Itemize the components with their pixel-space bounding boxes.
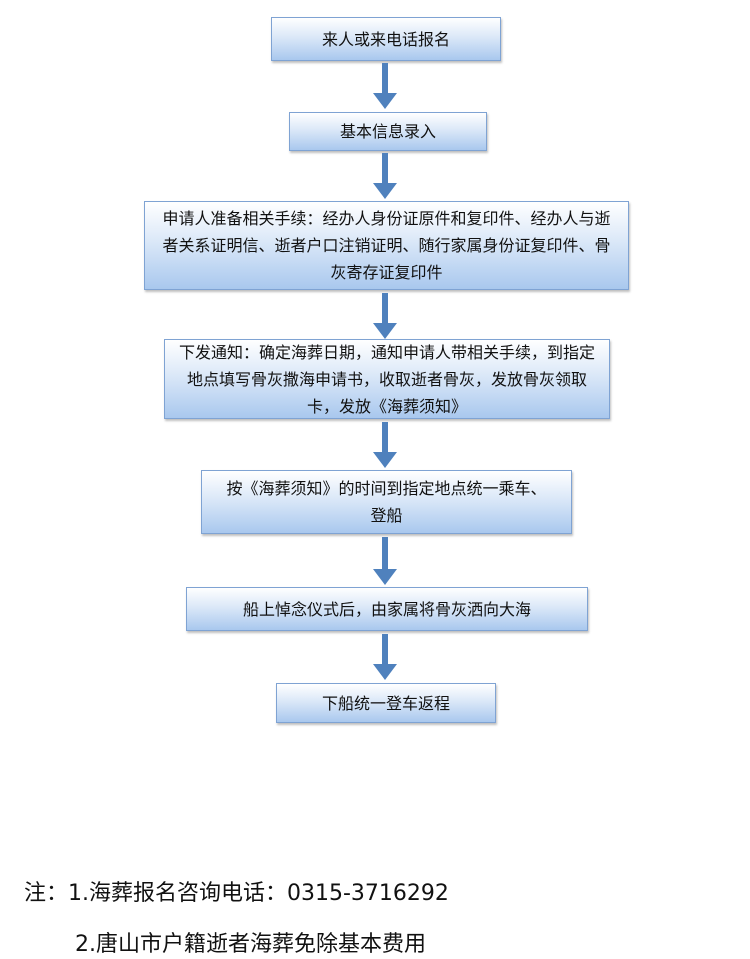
step-text: 下船统一登车返程 — [321, 693, 450, 713]
step-text: 船上悼念仪式后，由家属将骨灰洒向大海 — [242, 599, 531, 619]
arrow-down-icon — [373, 153, 397, 199]
arrow-down-icon — [373, 63, 397, 109]
arrow-down-icon — [373, 293, 397, 339]
step-text: 申请人准备相关手续：经办人身份证原件和复印件、经办人与逝者关系证明信、逝者户口注… — [162, 209, 611, 282]
step-box-2: 基本信息录入 — [289, 112, 487, 151]
note-fee-exemption: 2.唐山市户籍逝者海葬免除基本费用 — [75, 932, 426, 957]
step-box-4: 下发通知：确定海葬日期，通知申请人带相关手续，到指定地点填写骨灰撒海申请书，收取… — [164, 339, 610, 419]
step-box-6: 船上悼念仪式后，由家属将骨灰洒向大海 — [186, 587, 588, 631]
step-box-1: 来人或来电话报名 — [271, 17, 501, 61]
arrow-down-icon — [373, 634, 397, 680]
arrow-down-icon — [373, 422, 397, 468]
arrow-down-icon — [373, 537, 397, 585]
step-text: 基本信息录入 — [339, 122, 436, 141]
note-phone: 注：1.海葬报名咨询电话：0315-3716292 — [24, 881, 449, 906]
step-text: 来人或来电话报名 — [321, 29, 450, 49]
step-box-3: 申请人准备相关手续：经办人身份证原件和复印件、经办人与逝者关系证明信、逝者户口注… — [144, 201, 629, 290]
step-box-7: 下船统一登车返程 — [276, 683, 496, 723]
step-text: 按《海葬须知》的时间到指定地点统一乘车、登船 — [226, 479, 547, 525]
step-text: 下发通知：确定海葬日期，通知申请人带相关手续，到指定地点填写骨灰撒海申请书，收取… — [179, 342, 596, 416]
step-box-5: 按《海葬须知》的时间到指定地点统一乘车、登船 — [201, 470, 572, 534]
